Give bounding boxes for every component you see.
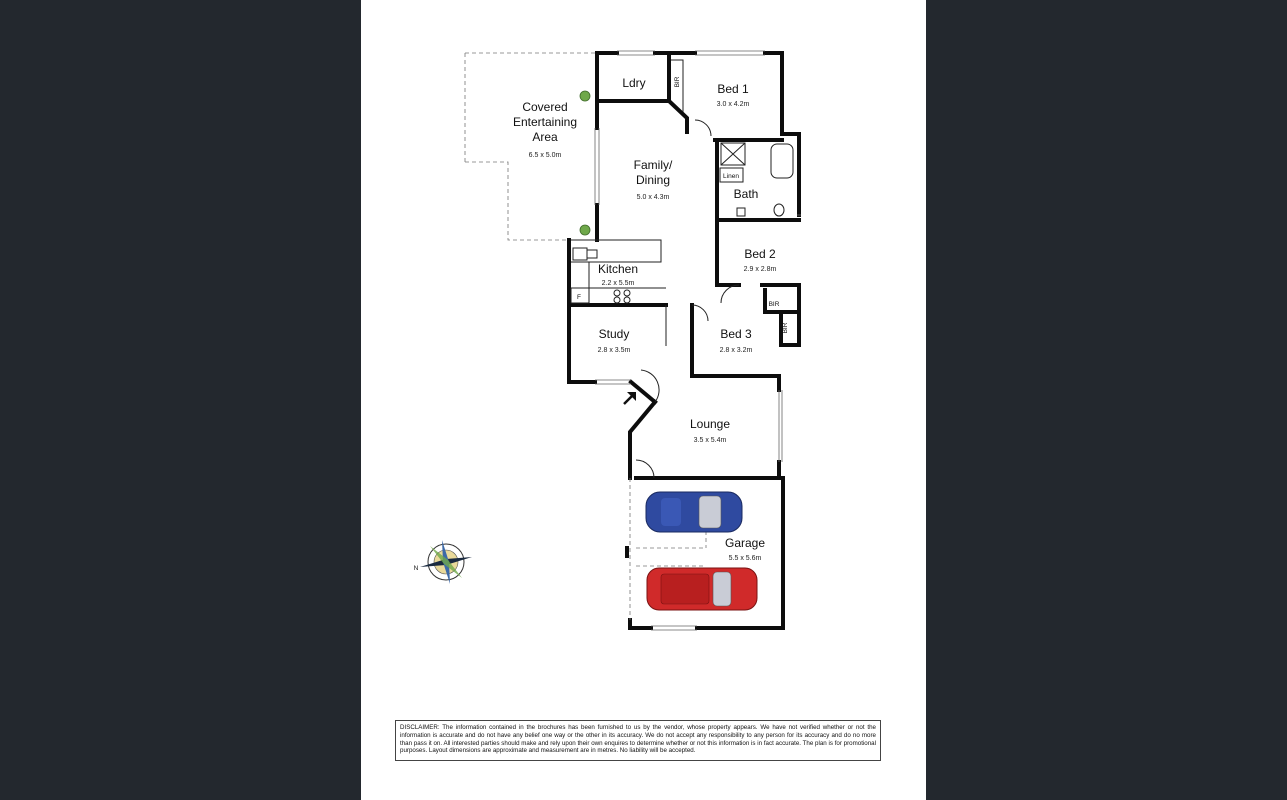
walls: [567, 51, 801, 630]
room-family-line2: Dining: [636, 173, 670, 187]
room-covered-line2: Entertaining: [513, 115, 577, 129]
covered-area-outline: [464, 52, 596, 241]
room-study-dim: 2.8 x 3.5m: [598, 347, 631, 354]
doors: [635, 119, 740, 479]
bir-label-ldry: BIR: [674, 76, 681, 87]
room-kitchen-dim: 2.2 x 5.5m: [602, 280, 635, 287]
room-bed3-name: Bed 3: [720, 327, 752, 341]
red-car-icon: [646, 567, 758, 611]
bir-label-bed2: BIR: [769, 301, 780, 308]
room-lounge-name: Lounge: [690, 417, 730, 431]
fridge-label: F: [577, 294, 581, 301]
room-bed3-dim: 2.8 x 3.2m: [720, 347, 753, 354]
room-covered-dim: 6.5 x 5.0m: [529, 152, 562, 159]
room-bed1-dim: 3.0 x 4.2m: [717, 101, 750, 108]
room-bed1-name: Bed 1: [717, 82, 749, 96]
bath-fixtures: [719, 142, 794, 217]
room-garage-dim: 5.5 x 5.6m: [729, 555, 762, 562]
room-kitchen-name: Kitchen: [598, 262, 638, 276]
room-study-name: Study: [599, 327, 630, 341]
garage-dashed-lines: [629, 478, 707, 620]
room-garage-name: Garage: [725, 536, 765, 550]
room-family-line1: Family/: [634, 158, 673, 172]
bir-label-bed3: BIR: [782, 322, 789, 333]
room-covered-line3: Area: [532, 130, 558, 144]
blue-car-icon: [645, 491, 743, 533]
room-covered-line1: Covered: [522, 100, 567, 114]
compass-icon: N: [414, 540, 472, 584]
disclaimer-text: DISCLAIMER: The information contained in…: [395, 720, 881, 761]
plant-icon: [579, 90, 591, 236]
compass-north-label: N: [414, 565, 419, 572]
kitchen-bench: [570, 239, 666, 304]
room-family-dim: 5.0 x 4.3m: [637, 194, 670, 201]
room-bath-name: Bath: [734, 187, 759, 201]
windows: [594, 50, 801, 631]
floor-plan-sheet: N Covered Entertaining Area 6.5 x 5.0m L…: [361, 0, 926, 800]
entry-arrow-icon: [623, 392, 636, 405]
room-ldry-name: Ldry: [622, 76, 645, 90]
room-linen-name: Linen: [723, 173, 739, 180]
room-lounge-dim: 3.5 x 5.4m: [694, 437, 727, 444]
room-bed2-name: Bed 2: [744, 247, 776, 261]
floor-plan: N Covered Entertaining Area 6.5 x 5.0m L…: [414, 50, 801, 631]
room-bed2-dim: 2.9 x 2.8m: [744, 266, 777, 273]
